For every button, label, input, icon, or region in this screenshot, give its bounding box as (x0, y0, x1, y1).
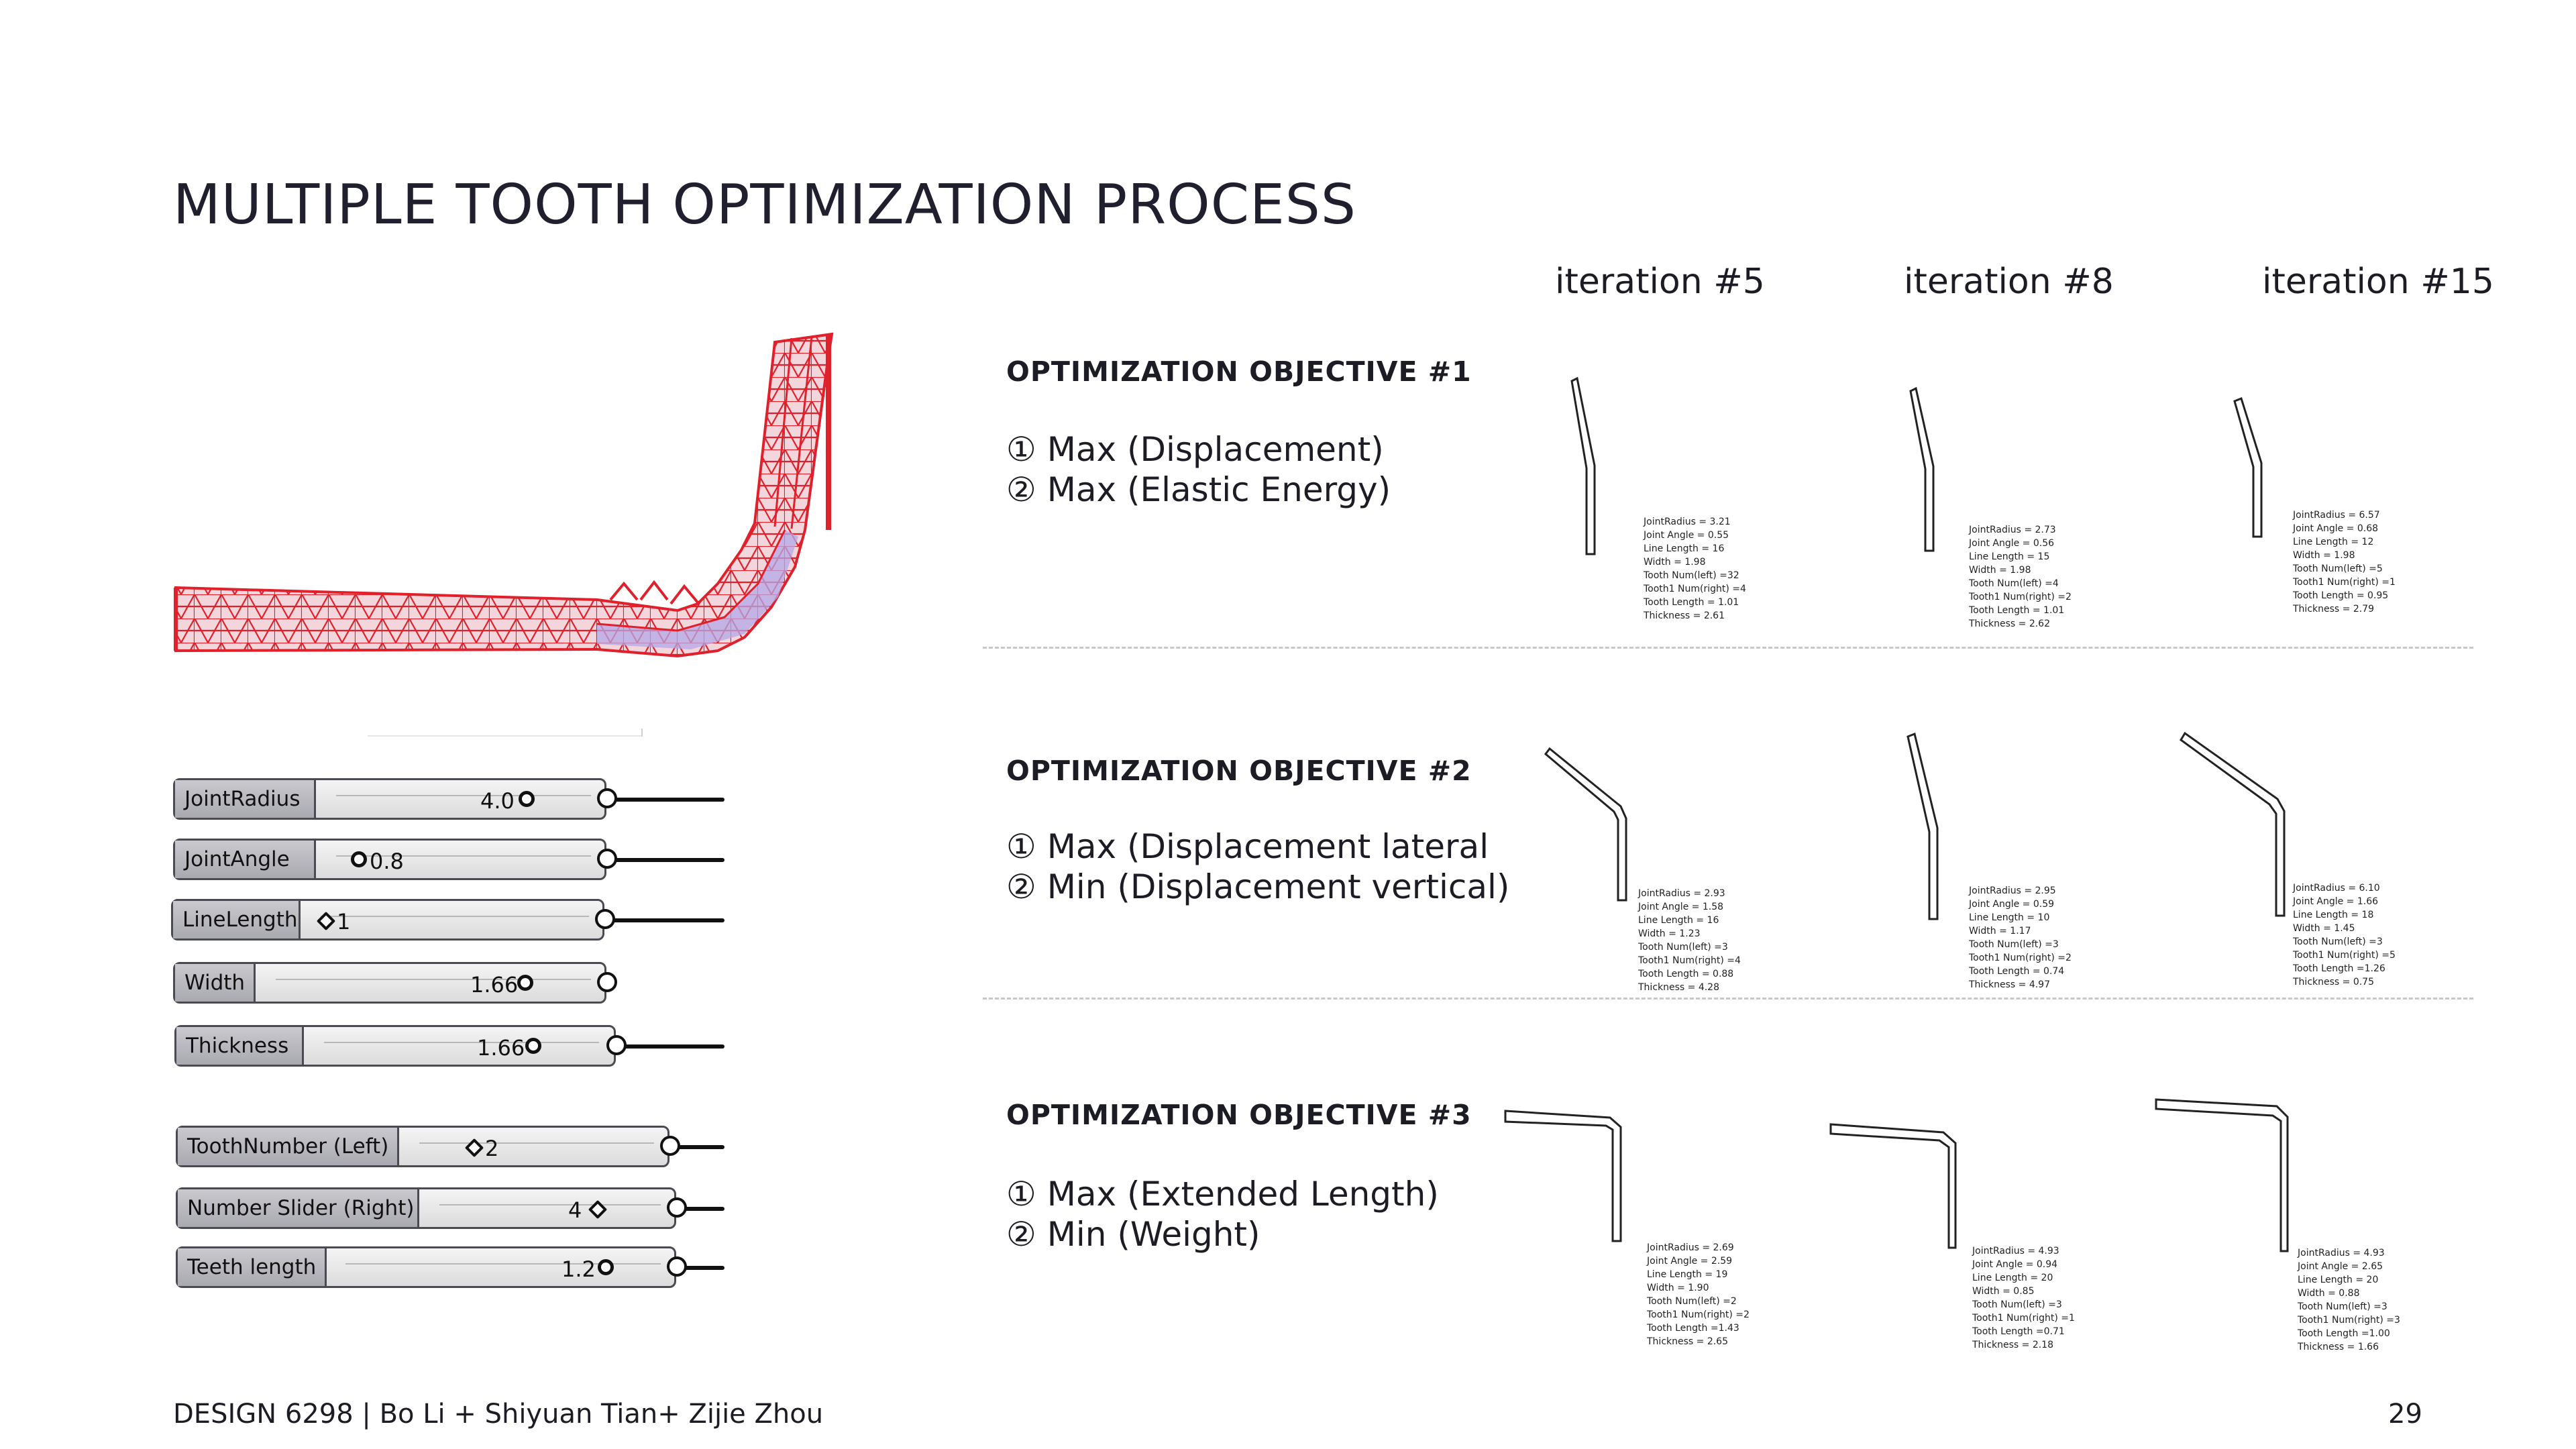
slider-label: JointRadius (175, 780, 316, 818)
slider-value: 1.66 (477, 1035, 525, 1061)
tooth-shape-obj3-iter5 (1504, 1110, 1622, 1242)
slider-output-grip[interactable] (606, 1035, 627, 1055)
slider-label: ToothNumber (Left) (178, 1128, 399, 1165)
slider-value: 1.66 (470, 972, 519, 998)
slider-output-grip[interactable] (595, 909, 615, 929)
slider-value: 0.8 (370, 849, 404, 874)
slider-value: 4.0 (480, 788, 515, 814)
slider-knob[interactable] (525, 1038, 541, 1054)
slider-joint-radius[interactable]: JointRadius 4.0 (173, 778, 724, 820)
section-divider-2 (983, 998, 2473, 1000)
objective-2-item-2: ② Min (Displacement vertical) (1006, 867, 1510, 906)
tooth-shape-obj2-iter8 (1907, 732, 1939, 920)
objective-3-item-2: ② Min (Weight) (1006, 1215, 1260, 1254)
slider-knob[interactable] (598, 1259, 614, 1275)
slider-number-right[interactable]: Number Slider (Right) 4 (176, 1187, 724, 1229)
objective-1-item-1: ① Max (Displacement) (1006, 430, 1384, 469)
slider-knob[interactable] (519, 791, 535, 807)
slider-output-grip[interactable] (597, 972, 617, 992)
slider-label: Number Slider (Right) (178, 1189, 419, 1227)
objective-2-item-1: ① Max (Displacement lateral (1006, 827, 1489, 866)
slider-value: 1.2 (561, 1256, 596, 1282)
image-baseline (368, 735, 641, 737)
tooth-shape-obj1-iter5 (1570, 376, 1596, 555)
iteration-header-8: iteration #8 (1904, 262, 2114, 302)
tooth-shape-obj3-iter15 (2155, 1098, 2289, 1252)
slider-output-grip[interactable] (597, 849, 617, 869)
tooth-shape-obj2-iter15 (2180, 731, 2286, 917)
slider-tooth-number-left[interactable]: ToothNumber (Left) 2 (176, 1126, 724, 1167)
objective-1-item-2: ② Max (Elastic Energy) (1006, 470, 1391, 509)
slider-label: Width (175, 964, 256, 1002)
objective-3-heading: OPTIMIZATION OBJECTIVE #3 (1006, 1099, 1472, 1131)
iteration-header-5: iteration #5 (1555, 262, 1765, 302)
slider-label: Teeth length (178, 1248, 327, 1286)
tooth-shape-obj3-iter8 (1829, 1123, 1957, 1249)
page-title: MULTIPLE TOOTH OPTIMIZATION PROCESS (173, 173, 1356, 237)
slider-output-grip[interactable] (597, 788, 617, 808)
iteration-header-15: iteration #15 (2262, 262, 2494, 302)
tooth-mesh-image (174, 332, 834, 658)
slider-width[interactable]: Width 1.66 (173, 962, 617, 1004)
image-baseline-tick (641, 729, 643, 737)
slider-output-grip[interactable] (660, 1136, 680, 1156)
objective-2-heading: OPTIMIZATION OBJECTIVE #2 (1006, 755, 1472, 787)
objective-1-heading: OPTIMIZATION OBJECTIVE #1 (1006, 356, 1472, 388)
slider-knob[interactable] (351, 851, 367, 867)
objective-3-item-1: ① Max (Extended Length) (1006, 1175, 1439, 1214)
section-divider-1 (983, 647, 2473, 649)
slider-knob[interactable] (316, 911, 336, 931)
slider-teeth-length[interactable]: Teeth length 1.2 (176, 1246, 724, 1288)
slider-label: LineLength (173, 901, 301, 938)
slider-knob[interactable] (588, 1199, 608, 1220)
slider-value: 2 (485, 1136, 499, 1161)
tooth-shape-obj1-iter15 (2233, 397, 2263, 538)
page-number: 29 (2388, 1399, 2422, 1430)
slider-output-grip[interactable] (667, 1197, 687, 1218)
slider-thickness[interactable]: Thickness 1.66 (174, 1025, 724, 1067)
slider-knob[interactable] (517, 975, 533, 991)
slider-knob[interactable] (464, 1138, 484, 1158)
slider-joint-angle[interactable]: JointAngle 0.8 (173, 839, 724, 880)
footer-credits: DESIGN 6298 | Bo Li + Shiyuan Tian+ Ziji… (173, 1399, 824, 1430)
slider-line-length[interactable]: LineLength 1 (171, 899, 724, 941)
tooth-shape-obj2-iter5 (1544, 747, 1627, 902)
tooth-shape-obj1-iter8 (1909, 386, 1935, 552)
slider-label: JointAngle (175, 841, 316, 878)
slider-label: Thickness (176, 1027, 304, 1065)
slider-output-grip[interactable] (667, 1256, 687, 1277)
slider-value: 1 (337, 909, 351, 934)
slider-value: 4 (568, 1197, 582, 1223)
